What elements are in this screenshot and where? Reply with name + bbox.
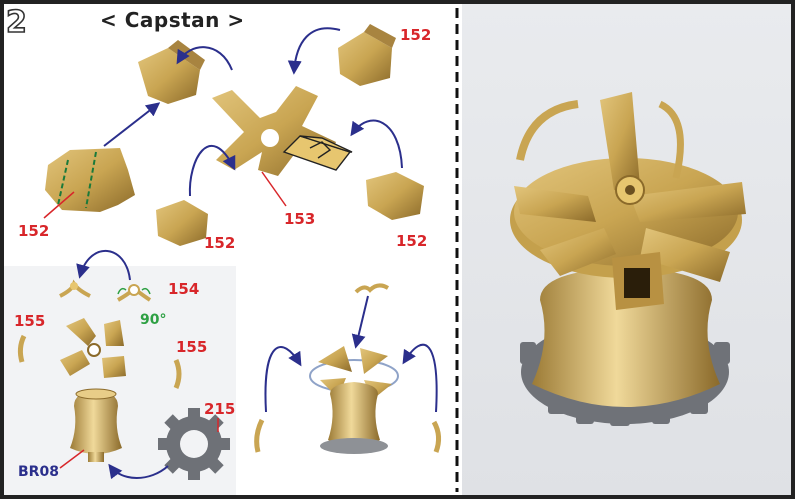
arrow [294,28,340,72]
whelp-155 [434,422,439,452]
whelp-155 [176,360,179,388]
arrow [356,296,368,346]
part-label-155: 155 [176,338,207,356]
assembled-capstan [310,346,398,454]
part-label-br08: BR08 [18,464,59,480]
folded-bracket-152 [156,200,208,246]
part-label-153: 153 [284,210,315,228]
spider-part-154 [356,285,388,292]
capstan-photo [510,92,746,426]
part-label-152: 152 [400,26,431,44]
step-number: 2 [6,6,36,40]
part-label-155: 155 [14,312,45,330]
angle-label: 90° [140,312,166,328]
arrow [110,466,168,478]
arrow [104,104,158,146]
spider-part-154 [60,282,150,300]
cross-assembly [60,318,126,378]
section-title: < Capstan > [100,8,245,32]
brass-drum-br08 [70,389,122,462]
whelp-155 [20,336,24,362]
leader-line [262,172,286,206]
arrow [80,251,130,280]
part-label-152: 152 [18,222,49,240]
part-label-152: 152 [204,234,235,252]
leader-line [60,450,84,468]
part-label-152: 152 [396,232,427,250]
part-label-154: 154 [168,280,199,298]
wedge-line-art [284,136,352,170]
arrow [265,347,300,412]
whelp-155 [257,420,262,452]
part-label-215: 215 [204,400,235,418]
folded-bracket-152 [366,172,424,220]
pawl-ring-215 [158,408,230,480]
arrow [352,121,402,168]
arrow [404,345,437,412]
